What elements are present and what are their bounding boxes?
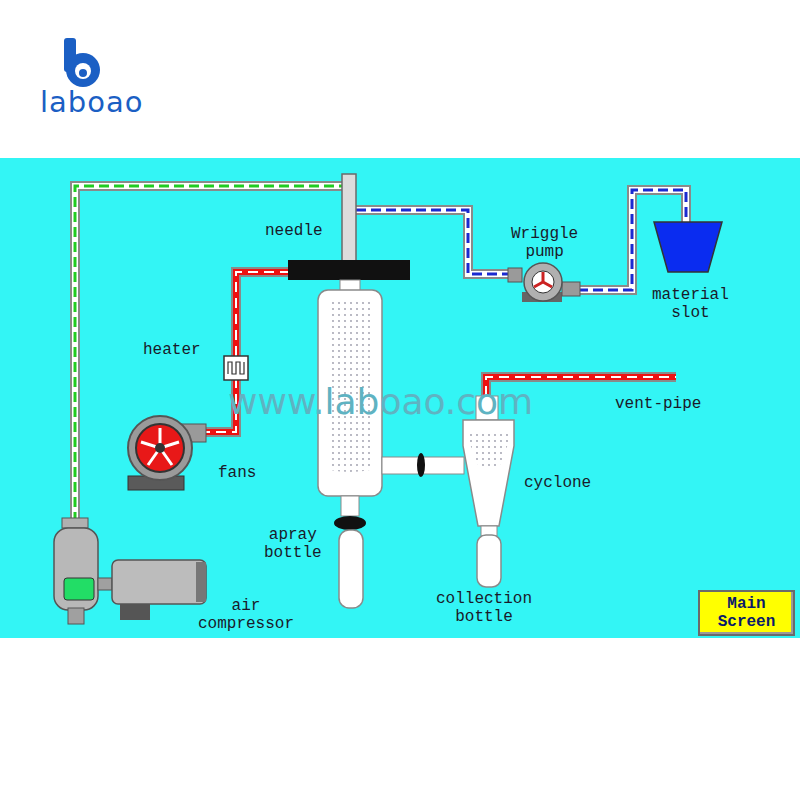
part-label: vent-pipe bbox=[615, 395, 701, 413]
screen-button: Main Screen bbox=[698, 590, 795, 636]
part-label: collection bottle bbox=[436, 590, 532, 626]
part-label: needle bbox=[265, 222, 323, 240]
panel-background bbox=[0, 158, 800, 638]
logo-icon bbox=[64, 38, 100, 87]
spray-bottle bbox=[339, 530, 363, 608]
material-slot bbox=[654, 222, 722, 272]
column-neck bbox=[341, 496, 359, 516]
part-label: air compressor bbox=[198, 597, 294, 633]
heater-symbol bbox=[224, 356, 248, 380]
part-label: material slot bbox=[652, 286, 729, 322]
fan-symbol bbox=[128, 416, 206, 490]
air-compressor-symbol bbox=[54, 518, 206, 624]
button-label: Main Screen bbox=[718, 595, 776, 631]
part-label: cyclone bbox=[524, 474, 591, 492]
part-label: fans bbox=[218, 464, 256, 482]
watermark: www.laboao.com bbox=[228, 382, 533, 422]
clamp bbox=[417, 453, 425, 477]
logo-text: laboao bbox=[40, 86, 144, 118]
collection-bottle bbox=[477, 535, 501, 587]
part-label: Wriggle pump bbox=[511, 225, 578, 261]
cyclone-dots bbox=[470, 430, 508, 470]
pump-symbol bbox=[508, 263, 580, 302]
clamp bbox=[334, 516, 366, 530]
part-label: apray bottle bbox=[264, 526, 322, 562]
spray-head bbox=[288, 260, 410, 280]
cyclone-body bbox=[463, 420, 514, 526]
needle bbox=[342, 174, 356, 274]
air-pipe bbox=[75, 186, 342, 522]
part-label: heater bbox=[143, 341, 201, 359]
